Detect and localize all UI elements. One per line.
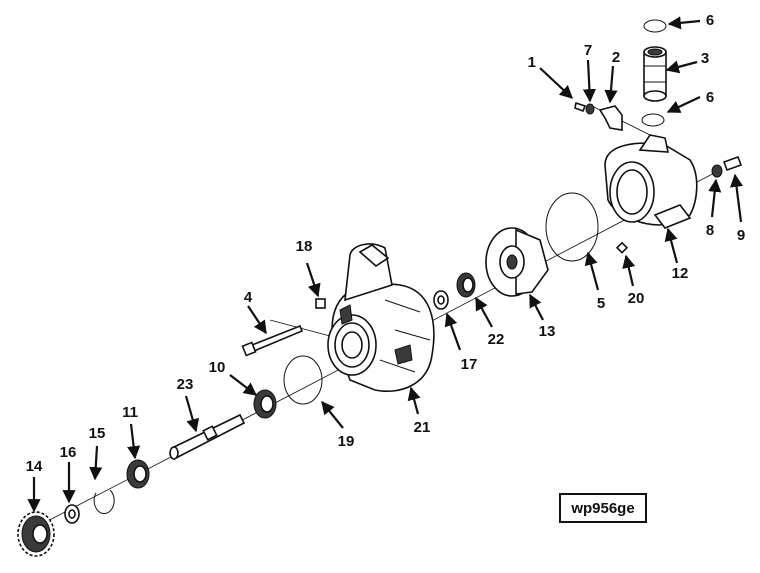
leader-7 (582, 59, 597, 103)
callout-13: 13 (539, 323, 556, 340)
part-20-fitting (615, 241, 629, 254)
callout-23: 23 (177, 376, 194, 393)
leader-18 (305, 262, 321, 298)
callout-18: 18 (296, 238, 313, 255)
leader-9 (729, 173, 744, 223)
part-6-o-ring-top (643, 19, 667, 33)
callout-14: 14 (26, 458, 43, 475)
leader-10 (229, 374, 258, 396)
part-13-impeller (485, 227, 549, 297)
part-23-shaft (169, 413, 246, 460)
part-19-o-ring (283, 355, 323, 405)
callout-2: 2 (612, 49, 620, 66)
part-21-housing (327, 243, 435, 392)
leader-15 (89, 445, 103, 481)
part-12-cover (604, 134, 698, 229)
leader-22 (475, 296, 493, 328)
callout-16: 16 (60, 444, 77, 461)
part-1-screw (574, 101, 587, 113)
callout-5: 5 (597, 295, 605, 312)
leader-21 (407, 386, 421, 415)
callout-labels: 1 2 3 4 5 6 6 7 8 9 10 11 12 13 14 15 16… (26, 12, 746, 475)
part-6-o-ring-bottom (641, 113, 665, 127)
leader-12 (664, 227, 679, 264)
part-16-washer (64, 504, 80, 524)
leader-3 (665, 60, 698, 74)
leader-17 (444, 312, 462, 351)
part-17-seal (433, 290, 449, 310)
callout-6-bottom: 6 (706, 89, 714, 106)
part-10-bearing (253, 389, 277, 419)
callout-4: 4 (244, 289, 253, 306)
part-3-tube (643, 46, 667, 102)
part-9-bolt (722, 155, 743, 172)
leader-13 (529, 293, 544, 321)
leader-6a (667, 16, 701, 30)
leader-1 (539, 67, 573, 99)
callout-1: 1 (528, 54, 536, 71)
leader-23 (184, 395, 200, 433)
part-22-seal (456, 272, 476, 298)
part-14-gear (17, 511, 55, 557)
callout-19: 19 (338, 433, 355, 450)
drawing-id-label: wp956ge (559, 493, 647, 523)
leader-2 (604, 65, 618, 104)
callout-21: 21 (414, 419, 431, 436)
callout-10: 10 (209, 359, 226, 376)
callout-3: 3 (701, 50, 709, 67)
part-18-plug (315, 298, 326, 309)
part-4-bolt (241, 324, 304, 357)
leader-8 (708, 178, 722, 218)
part-2-bracket (598, 105, 623, 131)
part-15-snap-ring (93, 489, 115, 515)
callout-6-top: 6 (706, 12, 714, 29)
part-7-washer (585, 103, 595, 115)
leader-11 (127, 423, 141, 460)
leader-19 (321, 400, 344, 429)
callout-8: 8 (706, 222, 714, 239)
leader-20 (622, 254, 636, 287)
callout-9: 9 (737, 227, 745, 244)
callout-22: 22 (488, 331, 505, 348)
part-5-gasket (545, 192, 599, 262)
part-8-washer (711, 164, 723, 178)
callout-7: 7 (584, 42, 592, 59)
callout-20: 20 (628, 290, 645, 307)
leader-arrows (27, 16, 744, 513)
callout-17: 17 (461, 356, 478, 373)
leader-6b (666, 96, 701, 113)
callout-12: 12 (672, 265, 689, 282)
callout-11: 11 (122, 404, 138, 421)
callout-15: 15 (89, 425, 106, 442)
leader-5 (584, 251, 600, 291)
leader-4 (247, 305, 267, 335)
part-11-bearing (126, 459, 150, 489)
